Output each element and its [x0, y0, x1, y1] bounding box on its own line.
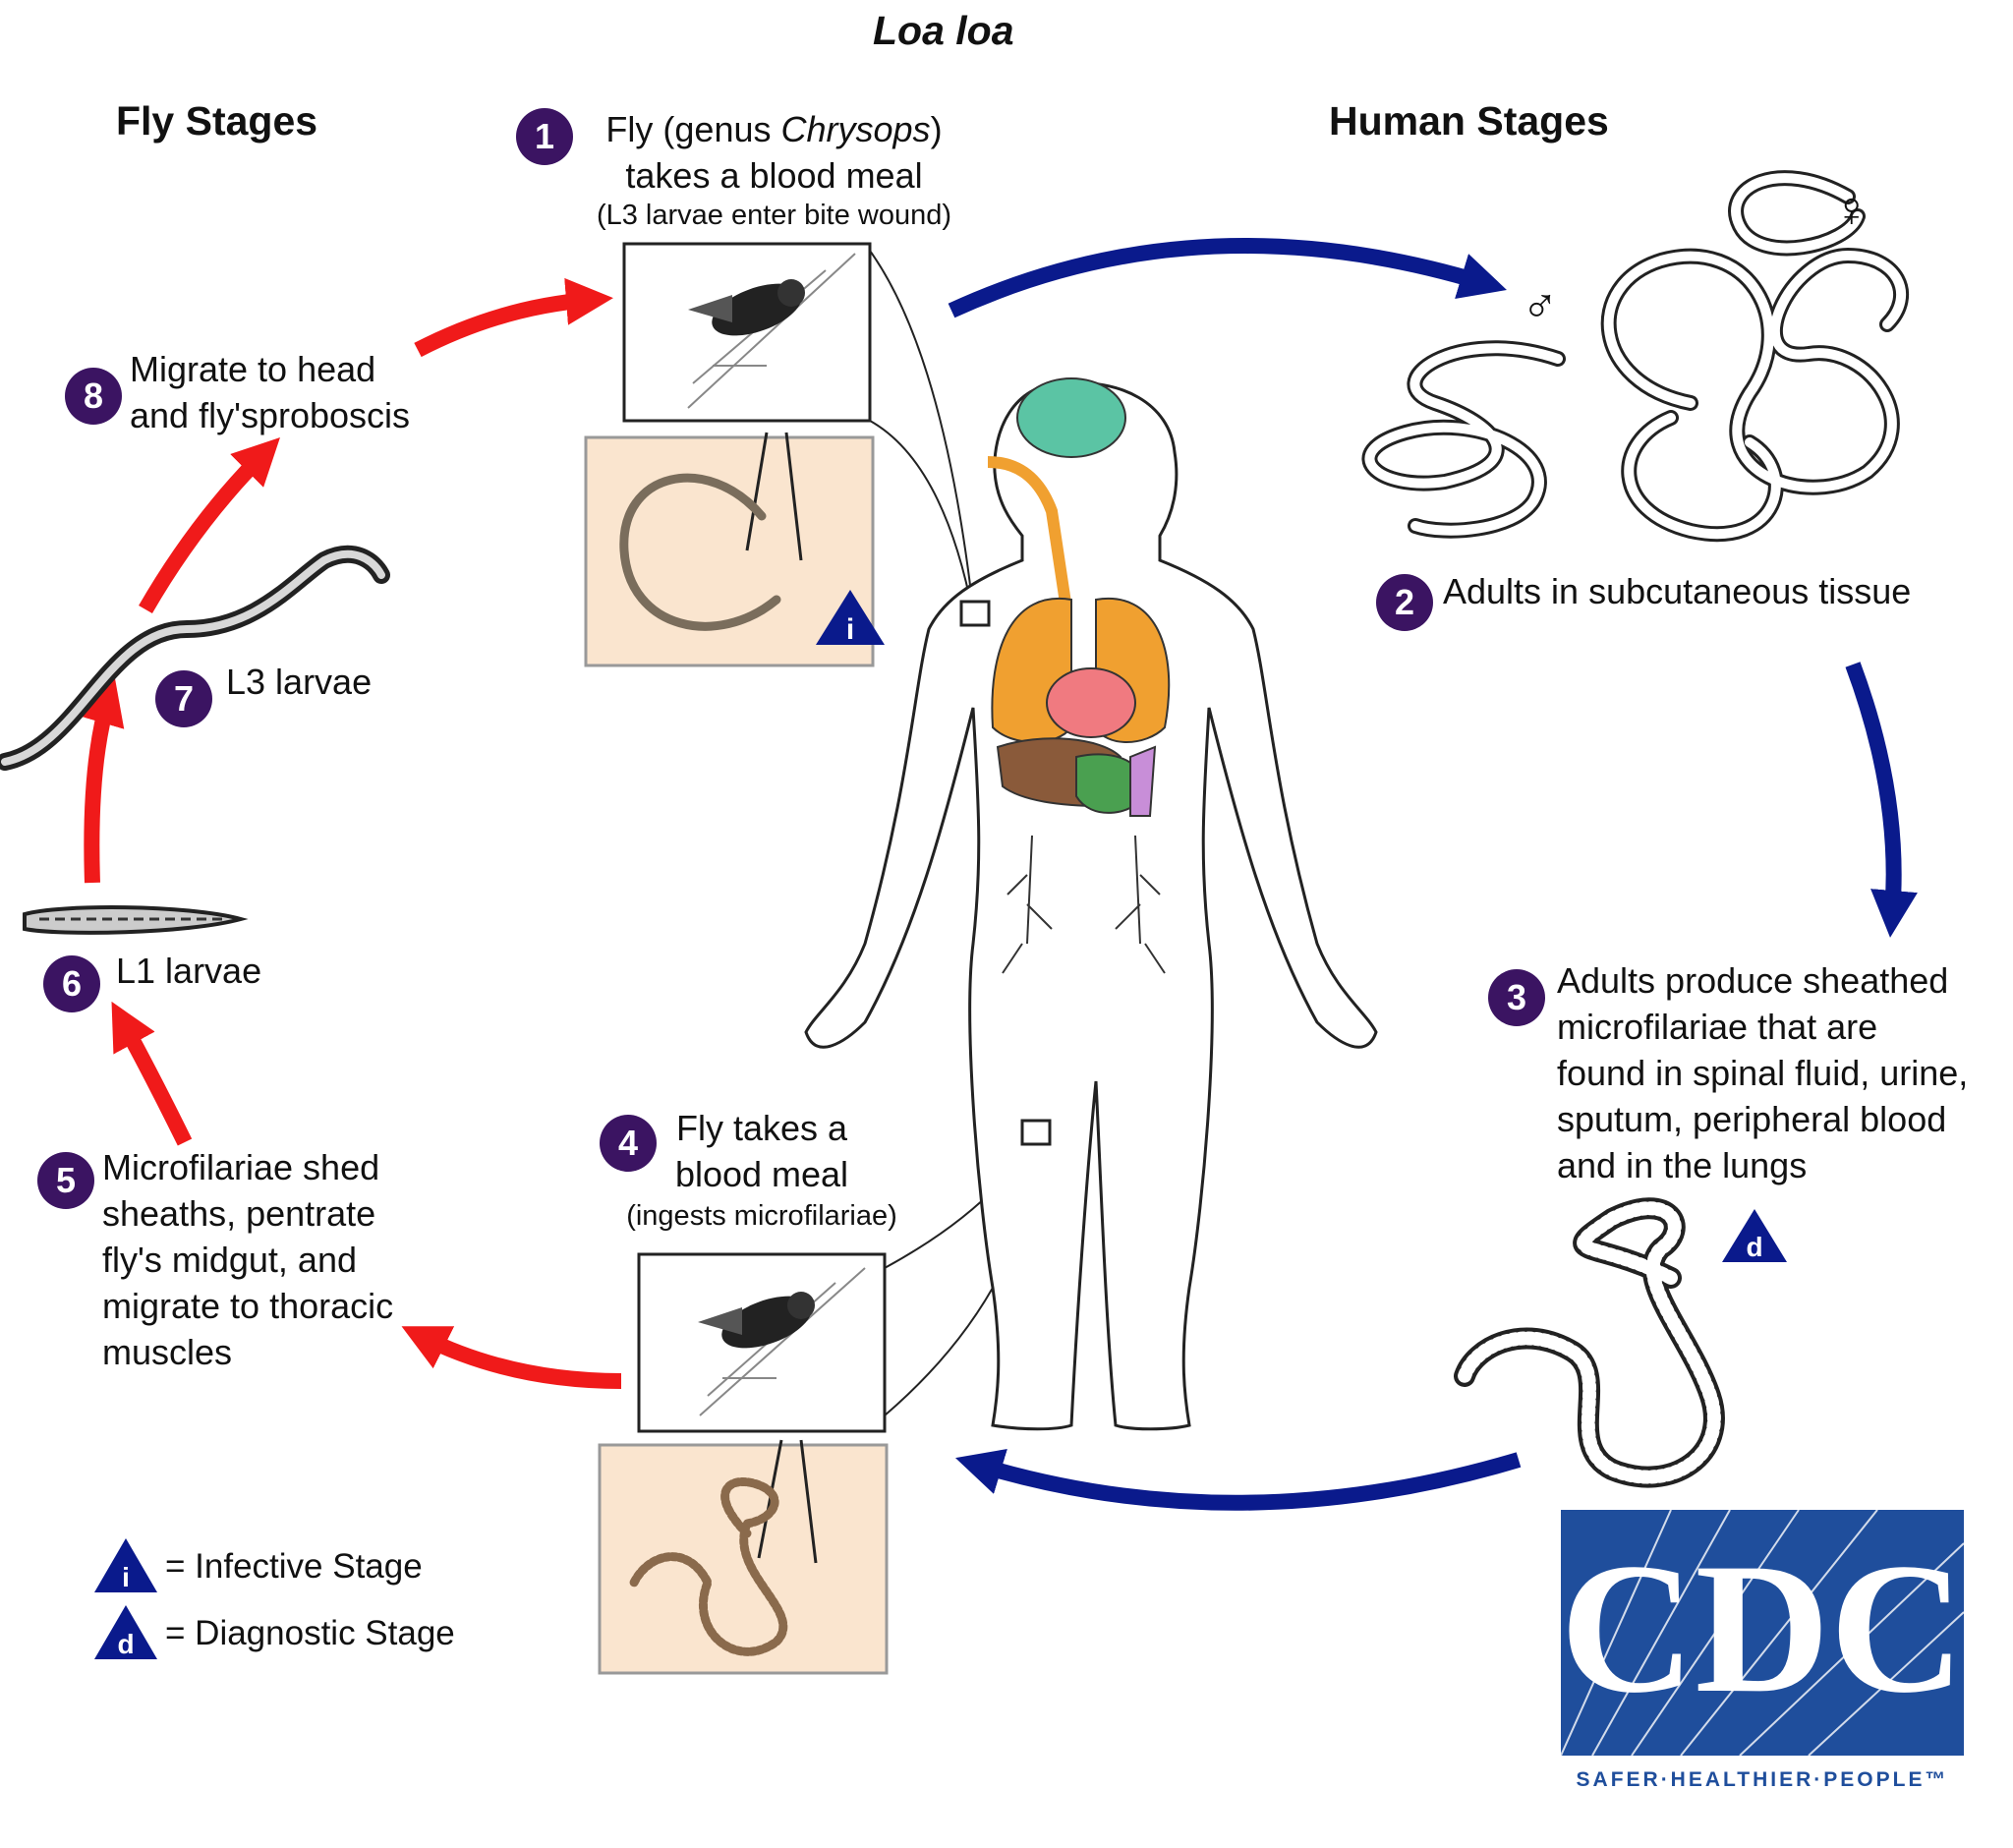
infective-stage-marker [816, 590, 885, 645]
arrow-5-to-6 [111, 1001, 193, 1146]
stage-5-label: Microfilariae shed sheaths, pentrate fly… [102, 1147, 394, 1372]
l1-larva [23, 905, 249, 935]
svg-text:i: i [122, 1562, 130, 1592]
stage-3-label: Adults produce sheathed microfilariae th… [1557, 960, 1969, 1185]
stage-badge-5: 5 [37, 1152, 94, 1209]
stage-4-sublabel: (ingests microfilariae) [626, 1200, 897, 1232]
brain [1016, 377, 1126, 458]
human-body [804, 377, 1378, 1431]
lymph-left [1002, 835, 1053, 974]
l3-larva-inset [619, 473, 781, 631]
legend-diagnostic-marker [94, 1605, 157, 1659]
stage-badge-4: 4 [600, 1115, 657, 1172]
human-stages-heading: Human Stages [1329, 98, 1609, 144]
cdc-tagline: SAFER·HEALTHIER·PEOPLE™ [1577, 1768, 1949, 1791]
sheathed-microfilaria [1454, 1197, 1725, 1488]
stage-1-label-line2: takes a blood meal [625, 155, 923, 196]
lymph-right [1115, 835, 1166, 974]
fly-icon-4 [698, 1292, 815, 1349]
stage-badge-1: 1 [516, 108, 573, 165]
fly-icon-1 [688, 279, 805, 336]
legend-infective: = Infective Stage [165, 1547, 423, 1586]
heart [1046, 667, 1136, 738]
microfilaria-inset [629, 1476, 788, 1656]
arrow-3-to-4 [955, 1448, 1522, 1511]
stage-badge-6: 6 [43, 955, 100, 1012]
l3-larva [0, 545, 390, 771]
stage-4-label: Fly takes a blood meal [674, 1108, 849, 1194]
diagram-title: Loa loa [873, 8, 1014, 53]
cdc-logo: CDC SAFER·HEALTHIER·PEOPLE™ [1560, 1509, 1965, 1791]
kidney [1129, 745, 1157, 817]
diagnostic-stage-marker [1722, 1209, 1787, 1262]
airway [987, 456, 1072, 610]
cdc-logo-text: CDC [1560, 1526, 1965, 1732]
svg-text:d: d [1746, 1232, 1762, 1262]
stage-badge-3: 3 [1488, 969, 1545, 1026]
stage-badge-7: 7 [155, 670, 212, 727]
stage-6-label: L1 larvae [116, 951, 262, 991]
svg-text:d: d [117, 1629, 134, 1659]
legend-infective-marker [94, 1538, 157, 1592]
arrow-1-to-2 [948, 238, 1507, 318]
male-symbol: ♂ [1522, 278, 1559, 333]
stage-1-sublabel: (L3 larvae enter bite wound) [596, 200, 952, 231]
stage-8-label: Migrate to head and fly'sproboscis [130, 349, 411, 435]
stage-badge-2: 2 [1376, 574, 1433, 631]
stage-badge-8: 8 [65, 368, 122, 425]
svg-text:i: i [846, 613, 854, 646]
arrow-7-to-8 [139, 437, 280, 614]
arrow-2-to-3 [1845, 662, 1918, 938]
female-symbol: ♀ [1833, 182, 1870, 237]
legend-diagnostic: = Diagnostic Stage [165, 1614, 455, 1652]
stage-2-label: Adults in subcutaneous tissue [1443, 571, 1912, 611]
arrow-8-to-1 [414, 277, 613, 358]
stage-7-label: L3 larvae [226, 662, 373, 702]
arrow-6-to-7 [79, 676, 125, 884]
arrow-4-to-5 [401, 1326, 622, 1389]
stage-1-label: Fly (genus Chrysops) [605, 109, 943, 149]
fly-stages-heading: Fly Stages [116, 98, 318, 144]
